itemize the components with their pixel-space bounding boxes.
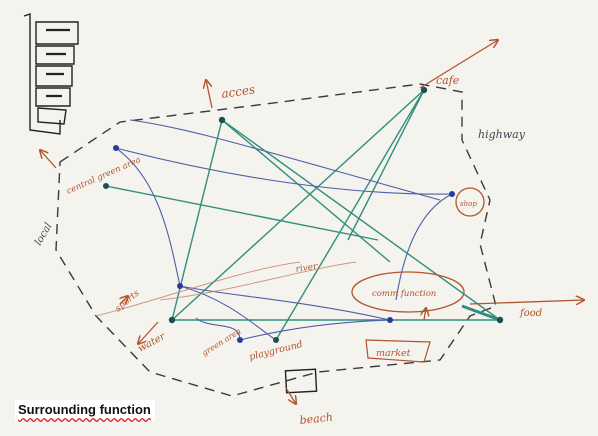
label-beach: beach	[299, 411, 334, 427]
common-function-ellipse	[351, 271, 465, 313]
label-market: market	[376, 348, 411, 359]
market-box	[365, 339, 431, 363]
direction-arrows	[40, 40, 584, 404]
node-green-area	[237, 337, 243, 343]
node-central-green-2	[103, 183, 109, 189]
blue-connections	[115, 119, 453, 341]
node-cafe	[420, 86, 428, 94]
label-acces: acces	[220, 82, 255, 101]
label-food: food	[519, 308, 542, 319]
sketch-caption: Surrounding function	[15, 400, 155, 421]
shop-circle	[455, 187, 485, 217]
label-cafe: cafe	[436, 74, 460, 87]
river-sketch	[95, 261, 357, 317]
nodes	[103, 86, 504, 343]
node-sports	[177, 283, 183, 289]
node-market	[387, 317, 393, 323]
label-shop: shop	[460, 200, 477, 208]
node-shop	[449, 191, 455, 197]
node-central-green	[113, 145, 119, 151]
label-river: river	[295, 262, 319, 275]
node-water	[168, 316, 176, 324]
label-highway: highway	[478, 128, 526, 141]
label-common-function: comm function	[372, 289, 436, 299]
building-sketch	[23, 13, 79, 135]
site-boundary	[55, 83, 497, 397]
node-playground	[273, 337, 279, 343]
green-connections	[105, 89, 501, 341]
node-acces	[218, 116, 226, 124]
node-food	[496, 316, 504, 324]
plaza-square	[284, 368, 318, 394]
